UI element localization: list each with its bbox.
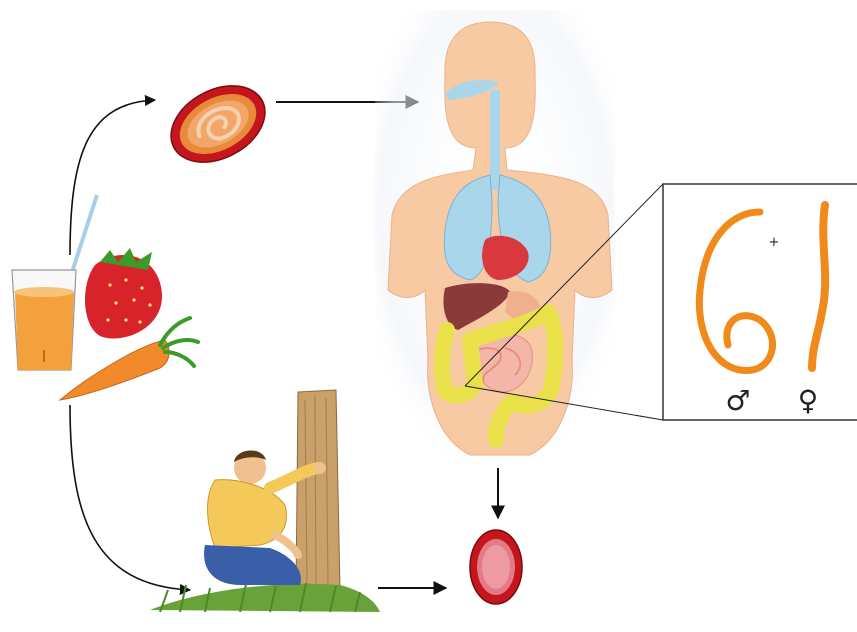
embryonated-egg [158,71,278,178]
male-symbol: ♂ [725,384,750,417]
plus-mark: + [769,235,780,250]
female-symbol: ♀ [798,384,819,417]
human-body [375,10,615,460]
unembryonated-egg [470,530,522,604]
arrow-food-to-soil [70,405,190,590]
strawberry [85,248,162,339]
tree-trunk [296,390,340,592]
arrow-food-to-egg [70,100,155,255]
grass [150,583,380,612]
adult-worms-inset: + ♂ ♀ [663,184,857,420]
juice-glass [12,195,97,370]
